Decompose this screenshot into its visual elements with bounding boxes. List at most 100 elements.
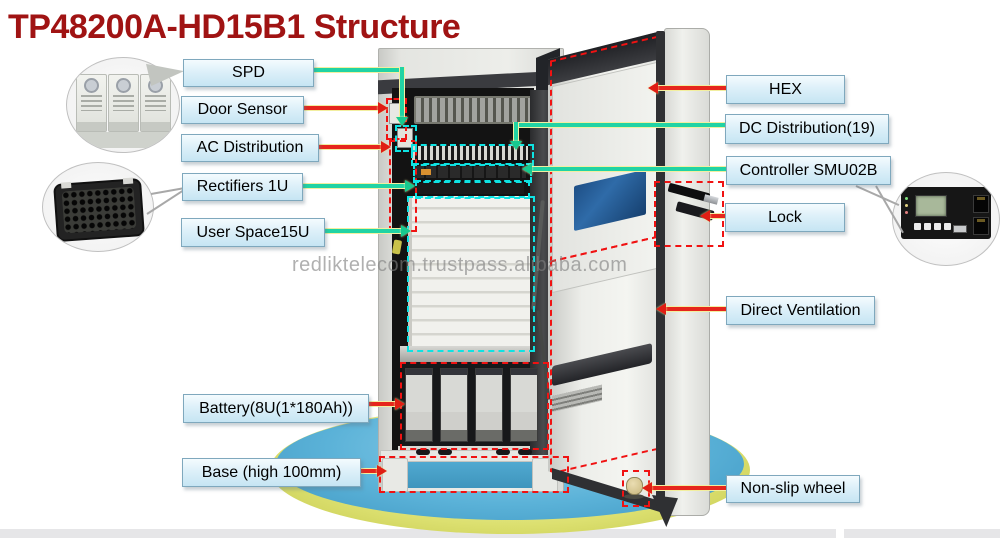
dc-distribution-terminals <box>412 146 528 163</box>
controller-usb-port <box>953 225 967 233</box>
user-space-highlight-box <box>407 196 535 352</box>
controller-led-1 <box>905 197 908 200</box>
controller-button-3 <box>934 223 941 230</box>
non-slip-wheel-arrowhead <box>642 482 652 494</box>
controller-led-2 <box>905 204 908 207</box>
label-door-sensor: Door Sensor <box>181 96 304 124</box>
rectifier-shelf-row1 <box>414 166 526 178</box>
battery-cell-1 <box>405 368 433 442</box>
controller-lcd <box>915 195 947 217</box>
dc-distribution-arrowhead <box>510 141 522 150</box>
door-sensor-line <box>302 105 380 111</box>
watermark-text: redliktelecom.trustpass.alibaba.com <box>292 254 628 276</box>
hex-highlight-box <box>550 35 658 263</box>
direct-ventilation-arrowhead <box>656 303 666 315</box>
battery-highlight-box <box>400 362 549 450</box>
controller-button-1 <box>914 223 921 230</box>
rectifier-mesh <box>61 186 137 234</box>
base-highlight-box <box>379 456 569 493</box>
controller-line <box>530 166 726 172</box>
dc-distribution-line-v <box>513 122 519 144</box>
controller-button-4 <box>944 223 951 230</box>
label-rectifiers: Rectifiers 1U <box>182 173 303 201</box>
hex-line <box>658 85 726 91</box>
rectifier-photo-callout <box>42 162 154 252</box>
spd-module-text <box>145 95 166 111</box>
spd-module-base <box>109 122 138 131</box>
spd-module-3 <box>140 74 171 132</box>
spd-line-v <box>399 67 405 119</box>
label-non-slip-wheel: Non-slip wheel <box>726 475 860 503</box>
spd-arrowhead <box>396 117 408 126</box>
rectifier-module <box>53 177 145 242</box>
controller-photo-callout <box>892 172 1000 266</box>
direct-ventilation-line <box>666 306 726 312</box>
rectifiers-line <box>301 183 407 189</box>
controller-button-2 <box>924 223 931 230</box>
user-space-line <box>323 228 403 234</box>
page-title: TP48200A-HD15B1 Structure <box>8 8 461 46</box>
controller-ethernet-port-2 <box>973 217 989 235</box>
controller-arrowhead <box>522 163 532 175</box>
ac-distribution-line <box>317 144 383 150</box>
spd-highlight-box <box>395 125 417 152</box>
spd-module-base <box>77 122 106 131</box>
battery-arrowhead <box>395 398 405 410</box>
base-line <box>359 468 379 474</box>
user-space-arrowhead <box>401 225 411 237</box>
door-sensor-arrowhead <box>378 102 388 114</box>
label-direct-ventilation: Direct Ventilation <box>726 296 875 325</box>
warning-sticker <box>421 169 431 175</box>
tray-vent-3 <box>496 449 510 455</box>
spd-module-2 <box>108 74 139 132</box>
label-dc-distribution: DC Distribution(19) <box>725 114 889 144</box>
spd-line-h <box>312 67 405 73</box>
label-hex: HEX <box>726 75 845 104</box>
ac-distribution-arrowhead <box>381 141 391 153</box>
label-user-space: User Space15U <box>181 218 325 247</box>
dc-distribution-line-h <box>516 122 725 128</box>
battery-line <box>367 401 397 407</box>
label-lock: Lock <box>725 203 845 232</box>
spd-din-rail <box>67 132 179 148</box>
spd-module-text <box>81 95 102 111</box>
door-outer-panel <box>664 28 710 516</box>
controller-panel <box>901 187 991 239</box>
spd-photo-callout <box>66 57 180 153</box>
battery-cell-2 <box>440 368 468 442</box>
spd-module-logo <box>116 78 131 93</box>
label-battery: Battery(8U(1*180Ah)) <box>183 394 369 423</box>
tray-vent-2 <box>438 449 452 455</box>
tray-vent-1 <box>416 449 430 455</box>
door-gasket-frame <box>656 31 665 505</box>
label-base: Base (high 100mm) <box>182 458 361 487</box>
hex-arrowhead <box>648 82 658 94</box>
label-controller: Controller SMU02B <box>726 156 891 185</box>
rectifiers-arrowhead <box>405 180 415 192</box>
lock-line <box>710 213 725 219</box>
base-opening <box>406 458 532 488</box>
rectifier-tab-left <box>60 181 72 189</box>
lock-arrowhead <box>700 210 710 222</box>
bottom-band-right <box>844 529 1000 538</box>
spd-module-1 <box>76 74 107 132</box>
battery-cell-3 <box>475 368 503 442</box>
base-arrowhead <box>377 465 387 477</box>
rectifier-shelf-row2 <box>416 183 524 194</box>
tray-vent-4 <box>518 449 532 455</box>
controller-ethernet-port-1 <box>973 195 989 213</box>
spd-module-text <box>113 95 134 111</box>
label-ac-distribution: AC Distribution <box>181 134 319 162</box>
controller-shelf-highlight-box <box>415 180 530 199</box>
spd-module-base <box>141 122 170 131</box>
bottom-band-left <box>0 529 836 538</box>
controller-led-3 <box>905 211 908 214</box>
label-spd: SPD <box>183 59 314 87</box>
dc-distribution-highlight-box <box>411 144 534 166</box>
fan-grille <box>414 96 532 124</box>
battery-cell-4 <box>510 368 538 442</box>
spd-module-logo <box>84 78 99 93</box>
non-slip-wheel-line <box>652 485 726 491</box>
rectifier-tab-right <box>122 177 134 185</box>
